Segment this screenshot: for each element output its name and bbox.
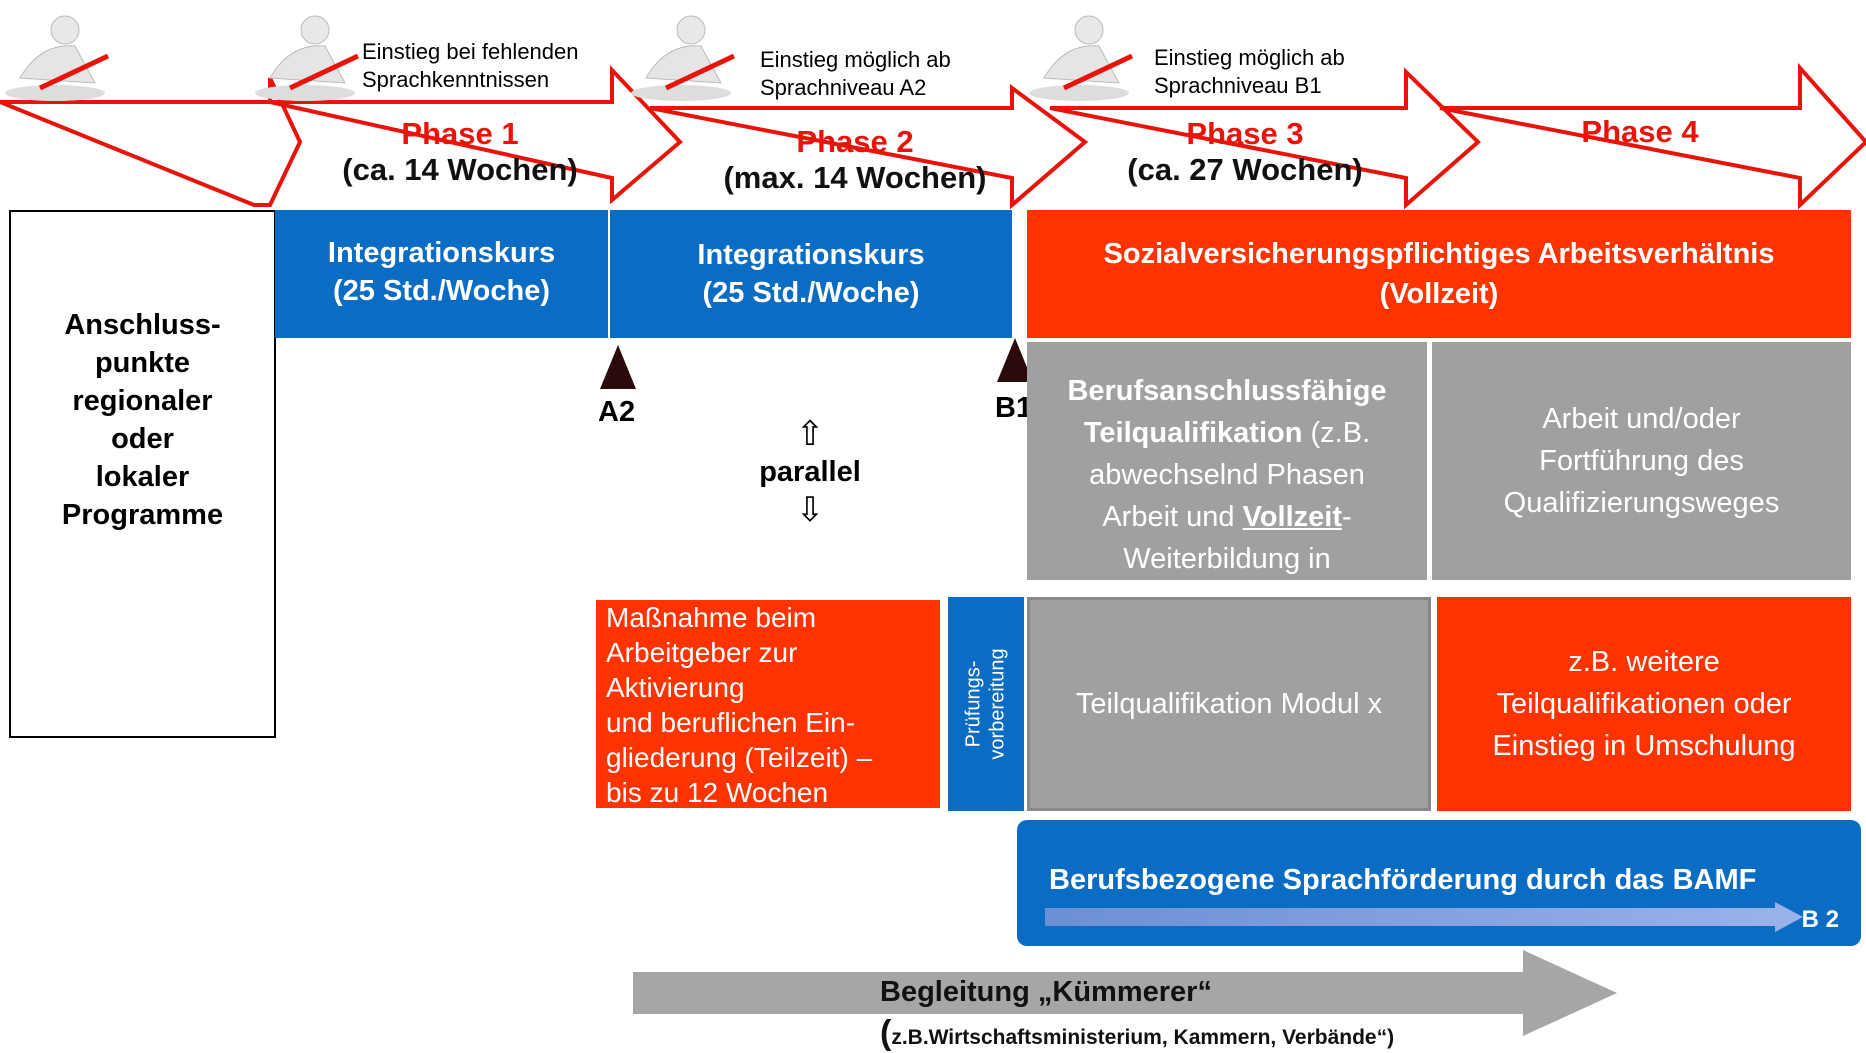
teilqual-rest-1: (z.B. [1302,417,1371,449]
phase-2-title: Phase 2 [796,124,914,159]
begleitung-title: Begleitung „Kümmerer“ [880,976,1212,1008]
arrow-down-icon: ⇩ [795,491,825,529]
phase-arrow-5 [1439,62,1866,210]
pruefungsvorbereitung-box: Prüfungs- vorbereitung [948,597,1024,811]
teilqual-line-3: abwechselnd Phasen [1089,459,1365,491]
phase-3-title: Phase 3 [1186,116,1304,151]
teilqualifikation-box: Berufsanschlussfähige Teilqualifikation … [1027,342,1427,580]
begleitung-subtitle: (z.B.Wirtschaftsministerium, Kammern, Ve… [880,1014,1394,1053]
phase-2-label: Phase 2 (max. 14 Wochen) [700,124,1010,196]
sprachfoerderung-box: Berufsbezogene Sprachförderung durch das… [1017,820,1861,946]
arrow-up-icon: ⇧ [795,415,825,453]
runner-start-icon [1029,15,1134,101]
phase-1-title: Phase 1 [401,116,519,151]
entry-note-phase1: Einstieg bei fehlenden Sprachkenntnissen [362,39,579,92]
phase-3-label: Phase 3 (ca. 27 Wochen) [1100,116,1390,188]
b1-marker-icon [997,338,1033,382]
b1-label: B1 [995,392,1033,424]
arbeit-fortfuehrung-box: Arbeit und/oder Fortführung des Qualifiz… [1432,342,1851,580]
phase-arrow-2 [269,64,683,205]
progress-arrow-icon [1045,902,1803,932]
sprachfoerderung-level: B 2 [1801,906,1839,933]
begleitung-arrow [633,950,1617,1036]
teilqual-bold-1: Berufsanschlussfähige [1067,375,1387,407]
anschlusspunkte-box: Anschluss- punkte regionaler oder lokale… [9,210,276,738]
integrationskurs-1: Integrationskurs (25 Std./Woche) [275,210,608,338]
teilqual-line-5: Weiterbildung in [1123,543,1331,575]
phase-arrow-3 [649,84,1089,210]
phase-arrows [0,62,1866,210]
phase-2-duration: (max. 14 Wochen) [723,160,987,195]
phase-1-duration: (ca. 14 Wochen) [342,152,578,187]
phase-1-label: Phase 1 (ca. 14 Wochen) [320,116,600,188]
phase-arrow-4 [1049,67,1481,210]
a2-marker-icon [600,345,636,389]
a2-label: A2 [598,396,636,428]
teilqual-line-4-bold: Vollzeit [1242,501,1342,533]
parallel-label: parallel [759,456,861,488]
teilqualifikation-modul-box: Teilqualifikation Modul x [1027,597,1431,811]
sprachfoerderung-title: Berufsbezogene Sprachförderung durch das… [1049,864,1757,896]
phase-3-duration: (ca. 27 Wochen) [1127,152,1363,187]
runner-start-icon [631,15,736,101]
pruefungsvorbereitung-label: Prüfungs- vorbereitung [963,648,1009,760]
parallel-indicator: ⇧ parallel ⇩ [740,414,880,530]
teilqual-bold-2: Teilqualifikation [1083,417,1303,449]
phase-4-label: Phase 4 [1500,114,1780,150]
weitere-teilqualifikationen-box: z.B. weitere Teilqualifikationen oder Ei… [1437,597,1851,811]
teilqual-line-4-post: - [1341,501,1352,533]
integrationskurs-2: Integrationskurs (25 Std./Woche) [610,210,1012,338]
runner-start-icon [5,15,110,101]
arbeitsverhaeltnis-box: Sozialversicherungspflichtiges Arbeitsve… [1027,210,1851,338]
phase-4-title: Phase 4 [1581,114,1699,149]
begleitung-paren: ( [880,1014,892,1052]
begleitung-sub: z.B.Wirtschaftsministerium, Kammern, Ver… [891,1026,1395,1049]
entry-note-phase3: Einstieg möglich ab Sprachniveau B1 [1154,45,1345,98]
entry-note-phase2: Einstieg möglich ab Sprachniveau A2 [760,47,951,100]
teilqual-line-4-pre: Arbeit und [1102,501,1243,533]
runner-start-icon [255,15,360,101]
massnahme-box: Maßnahme beim Arbeitgeber zur Aktivierun… [596,600,940,808]
